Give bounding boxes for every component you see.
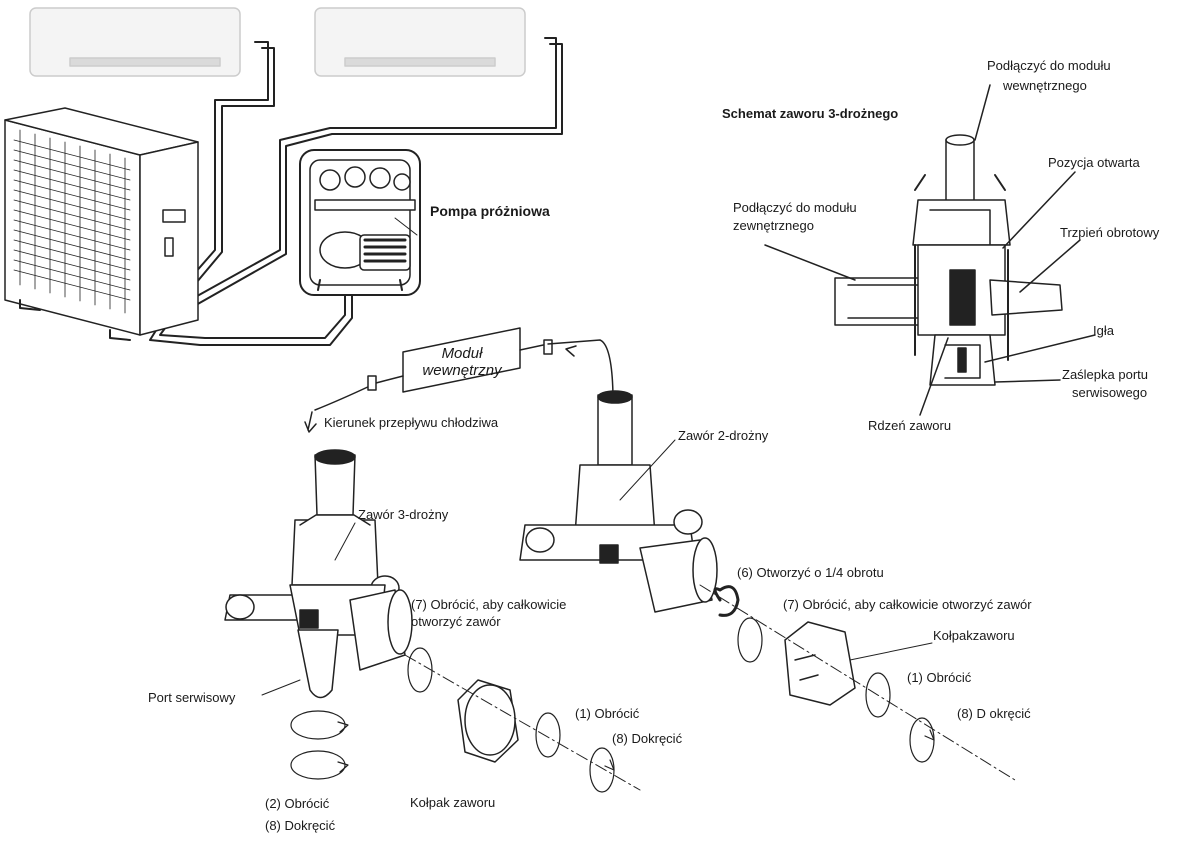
step-open-full-right: (7) Obrócić, aby całkowicie otworzyć zaw… [783, 597, 1032, 612]
service-port-label: Port serwisowy [148, 690, 236, 705]
step-open-quarter: (6) Otworzyć o 1/4 obrotu [737, 565, 884, 580]
three-way-valve-label: Zawór 3-drożny [358, 507, 449, 522]
cap-right-label: Kołpakzaworu [933, 628, 1015, 643]
leader-lines [261, 217, 933, 696]
flow-line [304, 339, 614, 433]
two-way-valve-label: Zawór 2-drożny [678, 428, 769, 443]
schematic-service-cap-2: serwisowego [1072, 385, 1148, 400]
valve-schematic [764, 84, 1096, 416]
flow-direction-label: Kierunek przepływu chłodziwa [324, 415, 499, 430]
two-way-valve [519, 390, 718, 613]
step-tighten-cap-right: (8) D okręcić [957, 706, 1031, 721]
step-turn-port: (2) Obrócić [265, 796, 330, 811]
indoor-unit-left [29, 7, 241, 77]
schematic-open-position: Pozycja otwarta [1048, 155, 1140, 170]
step-turn-cap-right: (1) Obrócić [907, 670, 972, 685]
indoor-module-label: Moduł wewnętrzny [405, 345, 519, 379]
indoor-module-box [402, 327, 521, 393]
cap-left-label: Kołpak zaworu [410, 795, 496, 810]
schematic-connect-indoor-1: Podłączyć do modułu [987, 58, 1111, 73]
indoor-unit-right [314, 7, 526, 77]
vacuum-pump-label: Pompa próżniowa [430, 203, 550, 219]
step-tighten-cap-left: (8) Dokręcić [612, 731, 683, 746]
schematic-title: Schemat zaworu 3-drożnego [722, 106, 899, 121]
rotation-arrows [290, 585, 935, 793]
three-way-valve [224, 449, 413, 699]
schematic-connect-indoor-2: wewnętrznego [1003, 78, 1087, 93]
schematic-connect-outdoor-2: zewnętrznego [733, 218, 814, 233]
valve-cap-right [784, 621, 856, 706]
schematic-service-cap-1: Zaślepka portu [1062, 367, 1148, 382]
schematic-valve-core: Rdzeń zaworu [868, 418, 952, 433]
step-tighten-port: (8) Dokręcić [265, 818, 336, 833]
valve-cap-left [457, 679, 519, 763]
axis-lines [404, 584, 1016, 791]
step-turn-cap-left: (1) Obrócić [575, 706, 640, 721]
step-open-full-left-1: (7) Obrócić, aby całkowicie [411, 597, 567, 612]
schematic-connect-outdoor-1: Podłączyć do modułu [733, 200, 857, 215]
indoor-module-line2: wewnętrzny [422, 362, 502, 379]
indoor-module-line1: Moduł [441, 345, 483, 362]
vacuum-pump [299, 149, 421, 296]
outdoor-unit [4, 107, 199, 341]
schematic-needle: Igła [1093, 323, 1114, 338]
step-open-full-left-2: otworzyć zawór [411, 614, 501, 629]
schematic-spindle: Trzpień obrotowy [1060, 225, 1160, 240]
refrigerant-pipes [149, 37, 563, 346]
